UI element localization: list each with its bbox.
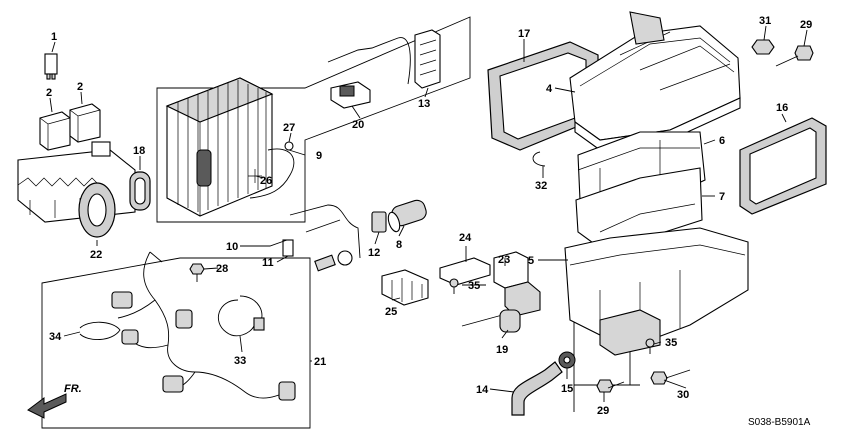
sensor-harness-part (282, 204, 361, 272)
nut-part (751, 39, 775, 55)
screw-part-35b (645, 338, 655, 354)
thermostat-part (327, 37, 411, 109)
harness-group-frame (41, 257, 311, 429)
servo-motor-part (461, 309, 521, 333)
callout-15: 15 (561, 383, 573, 395)
relay-parts (39, 103, 101, 151)
clamp-part (217, 295, 265, 337)
callout-22: 22 (90, 249, 102, 261)
callout-labels: 1 2 2 18 22 9 27 26 13 20 10 11 12 8 24 … (46, 15, 812, 417)
screw-part-top (775, 45, 814, 67)
callout-29a: 29 (800, 19, 812, 31)
seal-part (78, 182, 116, 238)
callout-18: 18 (133, 145, 145, 157)
callout-26: 26 (260, 175, 272, 187)
callout-32: 32 (535, 180, 547, 192)
callout-11: 11 (262, 257, 274, 269)
callout-10: 10 (226, 241, 238, 253)
callout-20: 20 (352, 119, 364, 131)
o-ring-part (248, 169, 262, 183)
relay-box (17, 141, 136, 223)
front-label: FR. (64, 383, 82, 395)
drain-hose-part (511, 361, 563, 416)
screw-part-35a (449, 278, 459, 294)
resistor-part (371, 211, 387, 233)
valve-cap-part (284, 141, 294, 151)
callout-35b: 35 (665, 337, 677, 349)
callout-34: 34 (49, 331, 62, 343)
front-arrow (27, 393, 67, 419)
callout-9: 9 (316, 150, 322, 162)
callout-17: 17 (518, 28, 530, 40)
callout-5: 5 (528, 255, 534, 267)
bracket-part (414, 29, 441, 89)
callout-28: 28 (216, 263, 228, 275)
callout-19: 19 (496, 344, 508, 356)
relay-fuse-part (44, 53, 58, 80)
callout-7: 7 (719, 191, 725, 203)
callout-27: 27 (283, 122, 295, 134)
wire-harness-part (111, 251, 296, 401)
bolt-part (189, 263, 205, 282)
screw-part-30 (650, 369, 691, 385)
right-foam-seal-part (739, 117, 827, 215)
connector-part (381, 269, 429, 306)
callout-35a: 35 (468, 280, 480, 292)
callout-29b: 29 (597, 405, 609, 417)
motor-connector-part (493, 251, 541, 317)
callout-31: 31 (759, 15, 771, 27)
lower-case-part (564, 227, 749, 356)
callout-21: 21 (314, 356, 326, 368)
foam-seal-part (487, 41, 599, 151)
drain-grommet-part (558, 351, 576, 369)
callout-30: 30 (677, 389, 689, 401)
callout-14: 14 (476, 384, 489, 396)
plate-part (439, 257, 491, 286)
upper-case-part (569, 11, 741, 151)
callout-24: 24 (459, 232, 472, 244)
callout-8: 8 (396, 239, 402, 251)
lower-middle-case-part (575, 167, 703, 249)
callout-25: 25 (385, 306, 397, 318)
evaporator-core (165, 77, 295, 217)
callout-1: 1 (51, 31, 57, 43)
screw-part-bottom (596, 379, 625, 393)
drawing-code: S038-B5901A (748, 417, 811, 428)
callout-13: 13 (418, 98, 430, 110)
callout-12: 12 (368, 247, 380, 259)
callout-2a: 2 (46, 87, 52, 99)
filter-part (387, 199, 427, 233)
callout-2b: 2 (77, 81, 83, 93)
callout-33: 33 (234, 355, 246, 367)
evaporator-group-frame (156, 16, 471, 223)
callout-4: 4 (546, 83, 553, 95)
callout-23: 23 (498, 254, 510, 266)
leader-lines (49, 25, 808, 402)
band-clip-part (79, 321, 121, 340)
callout-16: 16 (776, 102, 788, 114)
callout-6: 6 (719, 135, 725, 147)
clip-part (532, 151, 546, 167)
